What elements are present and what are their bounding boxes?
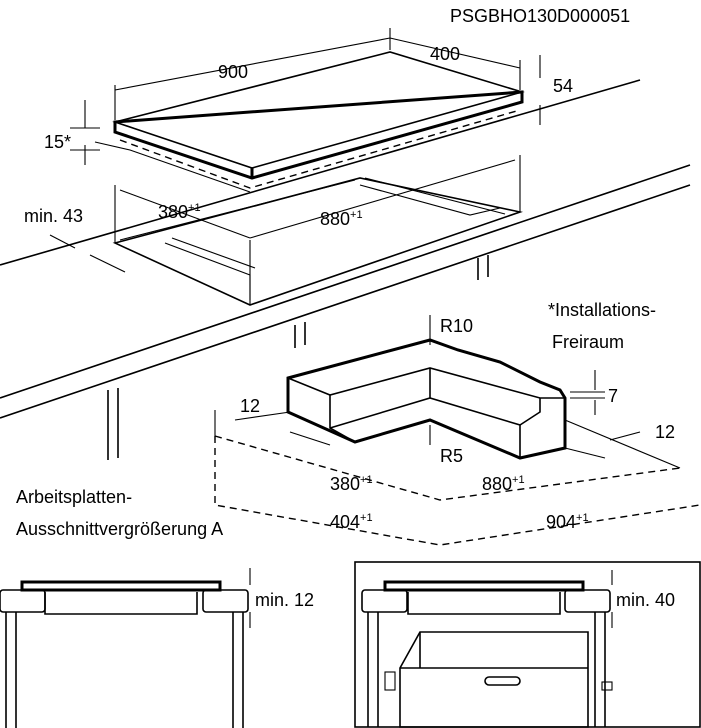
note-installation-2: Freiraum xyxy=(552,332,624,352)
section-min-40 xyxy=(354,561,701,728)
dim-outer-width: 904+1 xyxy=(546,512,589,532)
cutout-detail xyxy=(214,315,701,546)
note-installation-1: *Installations- xyxy=(548,300,656,320)
hob-underside xyxy=(119,109,521,189)
drawing-code: PSGBHO130D000051 xyxy=(450,6,630,26)
hob-edge xyxy=(113,90,524,180)
dim-hob-height: 54 xyxy=(553,76,573,96)
dim-cut-depth: 380+1 xyxy=(158,202,201,222)
dim-7: 7 xyxy=(608,386,618,406)
dim-hob-width: 900 xyxy=(218,62,248,82)
dim-hob-offset: 15* xyxy=(44,132,71,152)
dim-outer-depth: 404+1 xyxy=(330,512,373,532)
note-enlargement-1: Arbeitsplatten- xyxy=(16,487,132,507)
dim-cut-width: 880+1 xyxy=(320,209,363,229)
dim-detail-depth: 380+1 xyxy=(330,474,373,494)
dim-gap-right: 12 xyxy=(655,422,675,442)
dim-gap-left: 12 xyxy=(240,396,260,416)
hob-top-surface xyxy=(112,51,525,169)
section-min-12 xyxy=(0,568,251,728)
dim-radius-r10: R10 xyxy=(440,316,473,336)
dim-min-40: min. 40 xyxy=(616,590,675,610)
note-enlargement-2: Ausschnittvergrößerung A xyxy=(16,519,223,539)
worktop xyxy=(0,79,691,460)
top-dimensions xyxy=(49,28,541,273)
dim-min-43: min. 43 xyxy=(24,206,83,226)
dim-min-12: min. 12 xyxy=(255,590,314,610)
dim-radius-r5: R5 xyxy=(440,446,463,466)
dim-hob-depth: 400 xyxy=(430,44,460,64)
worktop-cutout xyxy=(112,155,523,306)
hob-drawing xyxy=(94,51,525,193)
dim-detail-width: 880+1 xyxy=(482,474,525,494)
